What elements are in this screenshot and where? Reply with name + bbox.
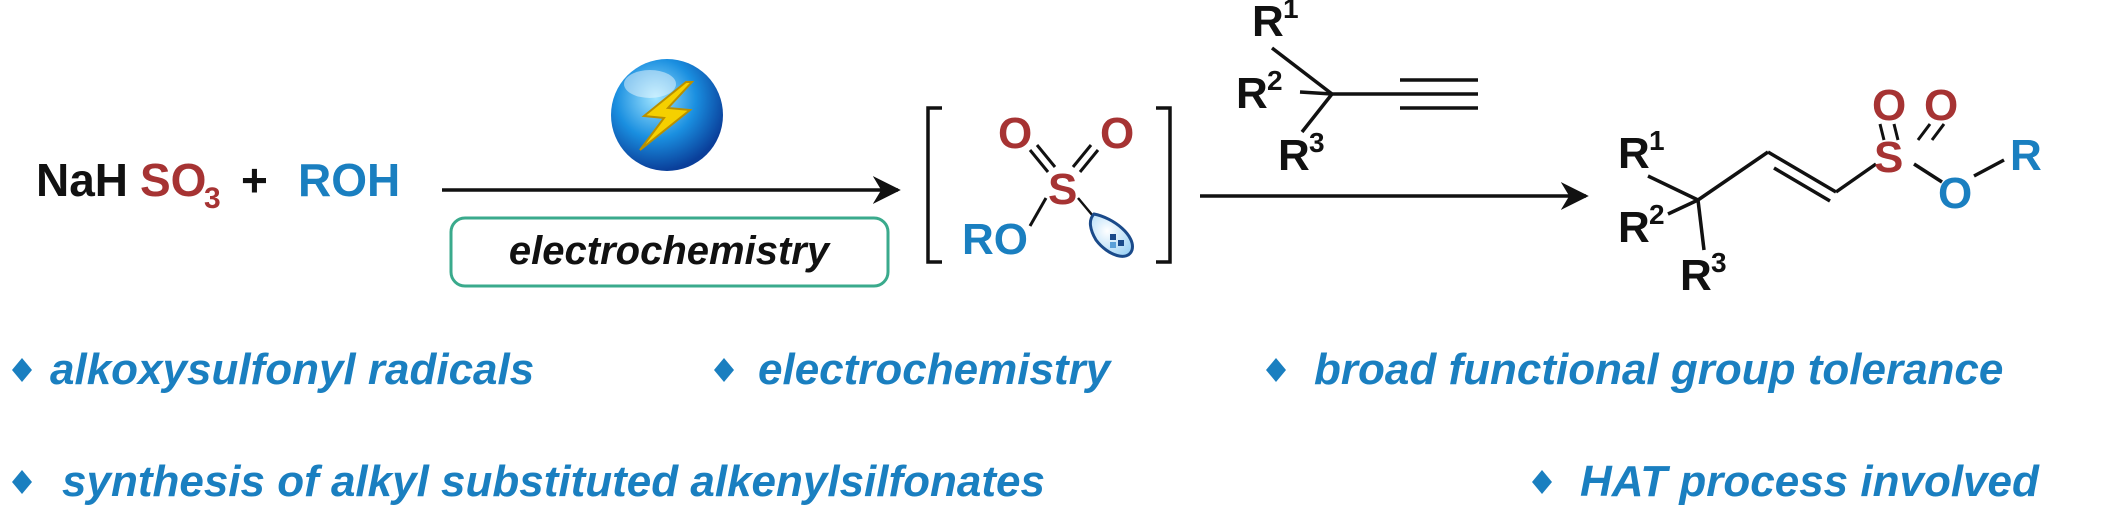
bullet-text: electrochemistry xyxy=(758,345,1113,394)
bullet-text: alkoxysulfonyl radicals xyxy=(50,345,534,394)
product-r-group: R xyxy=(2010,131,2042,180)
product-r1: R xyxy=(1618,129,1650,178)
product-sulfur: S xyxy=(1874,133,1903,182)
diamond-bullet-icon xyxy=(12,470,32,494)
sodium-bisulfite-so: SO xyxy=(140,154,206,206)
sodium-bisulfite-subscript: 3 xyxy=(204,182,221,215)
bullet-text: broad functional group tolerance xyxy=(1314,345,2003,394)
product-r3: R xyxy=(1680,251,1712,300)
bullet-text: synthesis of alkyl substituted alkenylsi… xyxy=(62,457,1045,506)
alkyne-r1-superscript: 1 xyxy=(1283,0,1299,24)
product-r2-superscript: 2 xyxy=(1649,199,1665,230)
highlights: alkoxysulfonyl radicals electrochemistry… xyxy=(12,345,2040,506)
diamond-bullet-icon xyxy=(1266,358,1286,382)
alkyne-r3-superscript: 3 xyxy=(1309,127,1325,158)
right-bracket xyxy=(1156,106,1172,264)
product-r3-superscript: 3 xyxy=(1711,247,1727,278)
alkyne-reagent: R 1 R 2 R 3 xyxy=(1236,0,1478,180)
intermediate-alkoxy: RO xyxy=(962,215,1028,264)
intermediate-radical: O O S RO xyxy=(926,106,1172,264)
diamond-bullet-icon xyxy=(714,358,734,382)
left-bracket xyxy=(926,106,942,264)
diamond-bullet-icon xyxy=(1532,470,1552,494)
product-ester-oxygen: O xyxy=(1938,169,1972,218)
alkyne-r2: R xyxy=(1236,69,1268,118)
bullet-item: HAT process involved xyxy=(1532,457,2040,506)
electrochemistry-box: electrochemistry xyxy=(449,216,890,288)
electrochemistry-label: electrochemistry xyxy=(509,229,831,273)
alkenylsulfonate-product: R 1 R 2 R 3 O O S O R xyxy=(1618,81,2042,300)
intermediate-oxygen-left: O xyxy=(998,109,1032,158)
bullet-item: synthesis of alkyl substituted alkenylsi… xyxy=(12,457,1045,506)
alkyne-r2-superscript: 2 xyxy=(1267,65,1283,96)
product-r2: R xyxy=(1618,203,1650,252)
bullet-item: broad functional group tolerance xyxy=(1266,345,2003,394)
plus-sign: + xyxy=(241,154,268,206)
alkyne-r1: R xyxy=(1252,0,1284,46)
sodium-bisulfite-na: NaH xyxy=(36,154,128,206)
intermediate-sulfur: S xyxy=(1048,165,1077,214)
bullet-text: HAT process involved xyxy=(1580,457,2040,506)
product-oxygen-right: O xyxy=(1924,81,1958,130)
bullet-item: electrochemistry xyxy=(714,345,1113,394)
alcohol-formula: ROH xyxy=(298,154,400,206)
product-r1-superscript: 1 xyxy=(1649,125,1665,156)
bullet-item: alkoxysulfonyl radicals xyxy=(12,345,534,394)
lightning-sphere-icon xyxy=(611,59,723,171)
product-oxygen-left: O xyxy=(1872,81,1906,130)
diamond-bullet-icon xyxy=(12,358,32,382)
radical-orbital-icon xyxy=(1077,197,1134,258)
reagents: NaH SO 3 + ROH xyxy=(36,154,400,215)
alkyne-r3: R xyxy=(1278,131,1310,180)
intermediate-oxygen-right: O xyxy=(1100,109,1134,158)
